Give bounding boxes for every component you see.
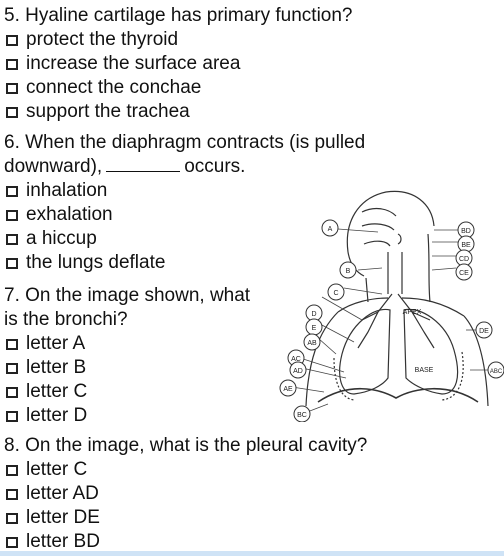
bottom-edge-bar (0, 551, 504, 556)
respiratory-system-diagram: A B C D E AB AC AD AE BC BD BE CD CE DE … (279, 190, 504, 422)
question-8-prompt: 8. On the image, what is the pleural cav… (4, 435, 368, 456)
checkbox[interactable] (6, 257, 18, 269)
q8-option-3[interactable]: letter DE (4, 506, 100, 530)
q8-option-1[interactable]: letter C (4, 458, 87, 482)
label-AB: AB (307, 340, 317, 347)
label-B: B (346, 268, 351, 275)
question-6-prompt-line1: 6. When the diaphragm contracts (is pull… (4, 132, 366, 153)
q6-option-2[interactable]: exhalation (4, 203, 113, 227)
q5-option-1[interactable]: protect the thyroid (4, 28, 178, 52)
checkbox[interactable] (6, 512, 18, 524)
base-label: BASE (415, 367, 434, 374)
label-BC: BC (297, 412, 307, 419)
checkbox[interactable] (6, 185, 18, 197)
question-5-prompt: 5. Hyaline cartilage has primary functio… (4, 5, 353, 26)
label-BD: BD (461, 228, 471, 235)
q5-option-4[interactable]: support the trachea (4, 100, 190, 124)
label-AE: AE (283, 386, 293, 393)
q7-option-2[interactable]: letter B (4, 356, 86, 380)
checkbox[interactable] (6, 386, 18, 398)
question-7-prompt-line1: 7. On the image shown, what (4, 285, 251, 306)
label-CE: CE (459, 270, 469, 277)
label-C: C (333, 290, 338, 297)
checkbox[interactable] (6, 464, 18, 476)
checkbox[interactable] (6, 58, 18, 70)
checkbox[interactable] (6, 410, 18, 422)
q6-option-3[interactable]: a hiccup (4, 227, 97, 251)
checkbox[interactable] (6, 34, 18, 46)
label-A: A (328, 226, 333, 233)
checkbox[interactable] (6, 362, 18, 374)
label-CD: CD (459, 256, 469, 263)
label-D: D (311, 311, 316, 318)
q8-option-2[interactable]: letter AD (4, 482, 99, 506)
q6-option-1[interactable]: inhalation (4, 179, 107, 203)
q7-option-1[interactable]: letter A (4, 332, 85, 356)
label-DE: DE (479, 328, 489, 335)
q7-option-4[interactable]: letter D (4, 404, 87, 428)
checkbox[interactable] (6, 536, 18, 548)
q5-option-3[interactable]: connect the conchae (4, 76, 201, 100)
question-7-prompt-line2: is the bronchi? (4, 309, 128, 330)
checkbox[interactable] (6, 106, 18, 118)
q7-option-3[interactable]: letter C (4, 380, 87, 404)
label-AD: AD (293, 368, 303, 375)
label-E: E (312, 325, 317, 332)
q8-option-4[interactable]: letter BD (4, 530, 100, 554)
checkbox[interactable] (6, 338, 18, 350)
label-BE: BE (461, 242, 471, 249)
q6-option-4[interactable]: the lungs deflate (4, 251, 165, 275)
q5-option-2[interactable]: increase the surface area (4, 52, 240, 76)
question-6-prompt-line2: downward),occurs. (4, 155, 246, 177)
fill-in-blank (106, 155, 181, 172)
checkbox[interactable] (6, 82, 18, 94)
label-AC: AC (291, 356, 301, 363)
checkbox[interactable] (6, 233, 18, 245)
label-ABC: ABC (490, 369, 503, 375)
apex-label: APEX (403, 309, 422, 316)
checkbox[interactable] (6, 488, 18, 500)
checkbox[interactable] (6, 209, 18, 221)
